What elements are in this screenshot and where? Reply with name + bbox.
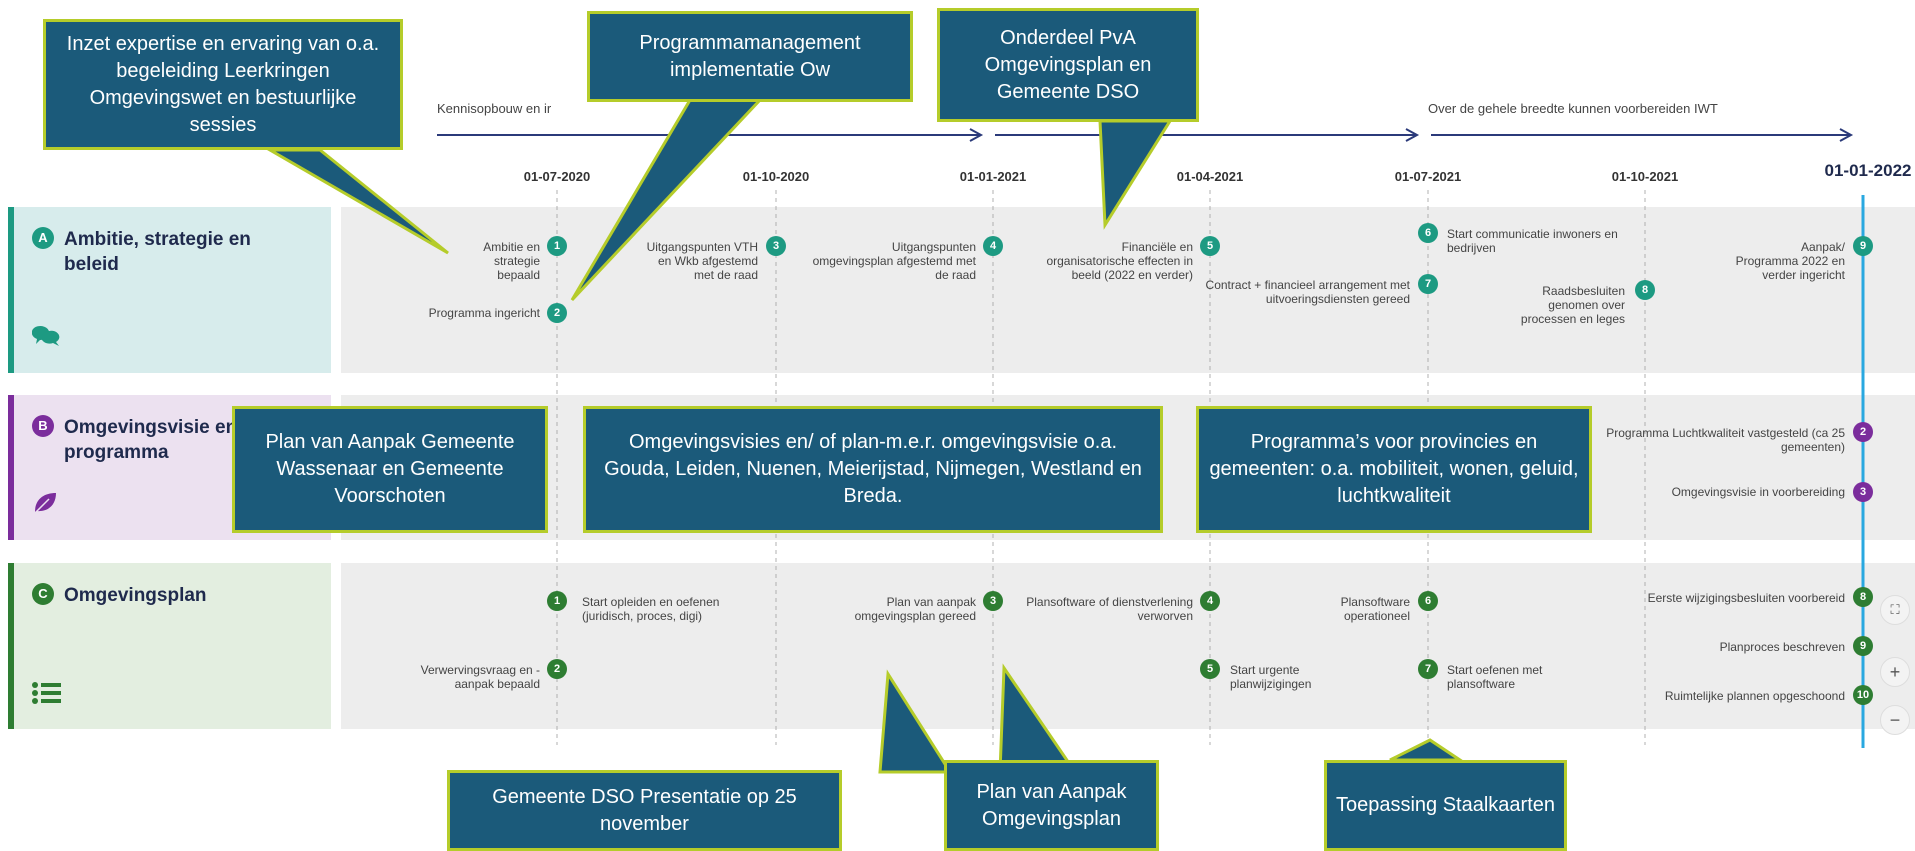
milestone-a3-badge: 3 xyxy=(766,236,786,256)
milestone-a1-badge: 1 xyxy=(547,236,567,256)
milestone-c7-badge: 7 xyxy=(1418,659,1438,679)
milestone-c4-text: Plansoftware of dienstverlening verworve… xyxy=(1026,595,1193,623)
milestone-a7-badge: 7 xyxy=(1418,274,1438,294)
callout-wassenaar: Plan van Aanpak Gemeente Wassenaar en Ge… xyxy=(232,406,548,533)
milestone-b2-badge: 2 xyxy=(1853,422,1873,442)
row-c-letter: C xyxy=(32,583,54,605)
milestone-c6-badge: 6 xyxy=(1418,591,1438,611)
callout-pva-plan: Plan van Aanpak Omgevingsplan xyxy=(944,760,1159,851)
date-label: 01-01-2021 xyxy=(959,169,1027,184)
milestone-a9-badge: 9 xyxy=(1853,236,1873,256)
milestone-a2-badge: 2 xyxy=(547,303,567,323)
milestone-c10-text: Ruimtelijke plannen opgeschoond xyxy=(1664,689,1845,703)
row-a-title: Ambitie, strategie en beleid xyxy=(64,229,251,275)
fit-screen-button[interactable]: ⛶ xyxy=(1880,595,1910,625)
milestone-c5-text: Start urgente planwijzigingen xyxy=(1230,663,1312,691)
milestone-b3-badge: 3 xyxy=(1853,482,1873,502)
row-a-accent xyxy=(8,207,14,373)
row-b-label: B Omgevingsvisie en programma xyxy=(8,395,331,540)
zoom-in-button[interactable]: + xyxy=(1880,657,1910,687)
callout-staalkaarten: Toepassing Staalkaarten xyxy=(1324,760,1567,851)
milestone-c8-text: Eerste wijzigingsbesluiten voorbereid xyxy=(1647,591,1845,605)
milestone-a4-badge: 4 xyxy=(983,236,1003,256)
zoom-out-button[interactable]: − xyxy=(1880,705,1910,735)
milestone-a6-text: Start communicatie inwoners en bedrijven xyxy=(1447,227,1618,255)
row-c-label: C Omgevingsplan xyxy=(8,563,331,729)
chat-bubbles-icon xyxy=(31,324,62,353)
milestone-a5-text: Financiële en organisatorische effecten … xyxy=(1046,240,1193,282)
phase-label-1: Kennisopbouw en ir xyxy=(437,101,552,116)
row-c-title: Omgevingsplan xyxy=(64,585,207,606)
milestone-a6-badge: 6 xyxy=(1418,223,1438,243)
milestone-c1-badge: 1 xyxy=(547,591,567,611)
milestone-c3-text: Plan van aanpak omgevingsplan gereed xyxy=(854,595,976,623)
date-label: 01-04-2021 xyxy=(1176,169,1244,184)
date-label: 01-07-2021 xyxy=(1394,169,1462,184)
callout-omgevingsvisies: Omgevingsvisies en/ of plan-m.e.r. omgev… xyxy=(583,406,1163,533)
milestone-a8-badge: 8 xyxy=(1635,280,1655,300)
row-b-letter: B xyxy=(32,415,54,437)
milestone-c8-badge: 8 xyxy=(1853,587,1873,607)
row-a-letter: A xyxy=(32,227,54,249)
date-label: 01-07-2020 xyxy=(523,169,591,184)
leaf-icon xyxy=(32,491,58,520)
milestone-c2-badge: 2 xyxy=(547,659,567,679)
callout-programmas: Programma’s voor provincies en gemeenten… xyxy=(1196,406,1592,533)
milestone-c10-badge: 10 xyxy=(1853,685,1873,705)
milestone-b2-text: Programma Luchtkwaliteit vastgesteld (ca… xyxy=(1606,426,1845,454)
callout-pva-omgevingsplan: Onderdeel PvA Omgevingsplan en Gemeente … xyxy=(937,8,1199,122)
row-c-accent xyxy=(8,563,14,729)
callout-programmamanagement: Programmamanagement implementatie Ow xyxy=(587,11,913,102)
milestone-c1-text: Start opleiden en oefenen (juridisch, pr… xyxy=(582,595,720,623)
milestone-a7-text: Contract + financieel arrangement met ui… xyxy=(1205,278,1410,306)
phase-label-2: Over de gehele breedte kunnen voorbereid… xyxy=(1428,101,1718,116)
callout-gemeente-dso: Gemeente DSO Presentatie op 25 november xyxy=(447,770,842,851)
date-label-final: 01-01-2022 xyxy=(1824,161,1912,180)
date-label: 01-10-2020 xyxy=(742,169,810,184)
milestone-c4-badge: 4 xyxy=(1200,591,1220,611)
date-label: 01-10-2021 xyxy=(1611,169,1679,184)
milestone-c2-text: Verwervingsvraag en -aanpak bepaald xyxy=(420,663,540,691)
milestone-a3-text: Uitgangspunten VTH en Wkb afgestemd met … xyxy=(646,240,758,282)
row-b-title: Omgevingsvisie en programma xyxy=(64,417,238,463)
milestone-c5-badge: 5 xyxy=(1200,659,1220,679)
milestone-a9-text: Aanpak/ Programma 2022 en verder ingeric… xyxy=(1735,240,1845,282)
milestone-c9-text: Planproces beschreven xyxy=(1719,640,1845,654)
row-a-label: A Ambitie, strategie en beleid xyxy=(8,207,331,373)
milestone-a1-text: Ambitie en strategie bepaald xyxy=(483,240,540,282)
milestone-c3-badge: 3 xyxy=(983,591,1003,611)
callout-pointers xyxy=(264,98,1465,774)
row-c-label-bg xyxy=(8,563,331,729)
row-b-accent xyxy=(8,395,14,540)
milestone-b3-text: Omgevingsvisie in voorbereiding xyxy=(1671,485,1845,499)
milestone-a8-text: Raadsbesluiten genomen over processen en… xyxy=(1520,284,1625,326)
milestone-a4-text: Uitgangspunten omgevingsplan afgestemd m… xyxy=(812,240,976,282)
milestone-a2-text: Programma ingericht xyxy=(428,306,540,320)
milestone-c9-badge: 9 xyxy=(1853,636,1873,656)
row-a-label-bg xyxy=(8,207,331,373)
list-icon xyxy=(32,682,62,709)
callout-inzet-expertise: Inzet expertise en ervaring van o.a. beg… xyxy=(43,19,403,150)
row-c-band xyxy=(341,563,1915,729)
milestone-a5-badge: 5 xyxy=(1200,236,1220,256)
milestone-c7-text: Start oefenen met plansoftware xyxy=(1447,663,1543,691)
milestone-c6-text: Plansoftware operationeel xyxy=(1340,595,1410,623)
